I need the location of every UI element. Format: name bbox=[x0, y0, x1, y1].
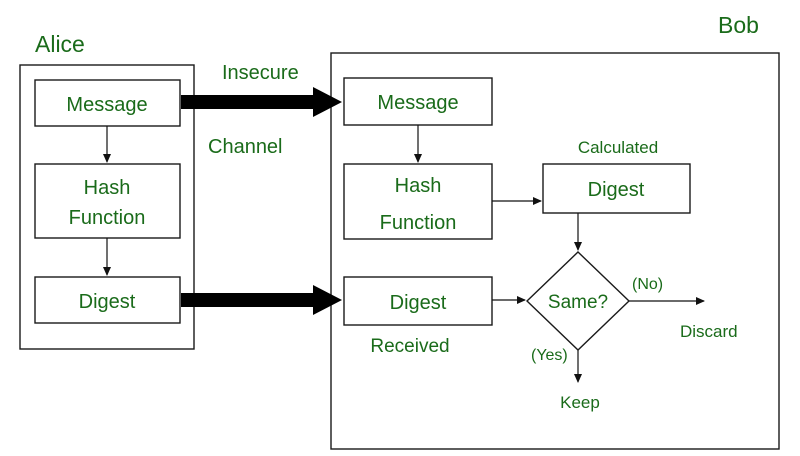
keep-label: Keep bbox=[560, 393, 600, 412]
bob-message-box bbox=[343, 77, 493, 126]
alice-label: Alice bbox=[35, 31, 85, 57]
alice-hash-line1: Hash bbox=[84, 177, 131, 199]
calculated-digest-text: Digest bbox=[588, 179, 645, 201]
channel-label-insecure: Insecure bbox=[222, 62, 299, 84]
yes-branch-label: (Yes) bbox=[531, 347, 568, 364]
bob-message-text: Message bbox=[377, 92, 458, 114]
channel-message-arrow bbox=[181, 87, 342, 117]
alice-message-text: Message bbox=[66, 94, 147, 116]
bob-received-digest-text: Digest bbox=[390, 292, 447, 314]
alice-hash-line2: Function bbox=[69, 207, 146, 229]
bob-label: Bob bbox=[718, 12, 759, 38]
bob-hash-line1: Hash bbox=[395, 175, 442, 197]
channel-digest-arrow bbox=[181, 285, 342, 315]
same-decision-text: Same? bbox=[548, 292, 608, 313]
channel-label-channel: Channel bbox=[208, 136, 283, 158]
alice-message-box bbox=[34, 79, 181, 127]
bob-hash-box bbox=[343, 163, 493, 240]
received-label: Received bbox=[370, 336, 449, 357]
bob-hash-line2: Function bbox=[380, 212, 457, 234]
calculated-label: Calculated bbox=[578, 138, 658, 157]
bob-received-digest-box bbox=[343, 276, 493, 326]
alice-digest-text: Digest bbox=[79, 291, 136, 313]
alice-hash-box bbox=[34, 163, 181, 239]
alice-digest-box bbox=[34, 276, 181, 324]
discard-label: Discard bbox=[680, 322, 738, 341]
calculated-digest-box bbox=[542, 163, 691, 214]
no-branch-label: (No) bbox=[632, 276, 663, 293]
